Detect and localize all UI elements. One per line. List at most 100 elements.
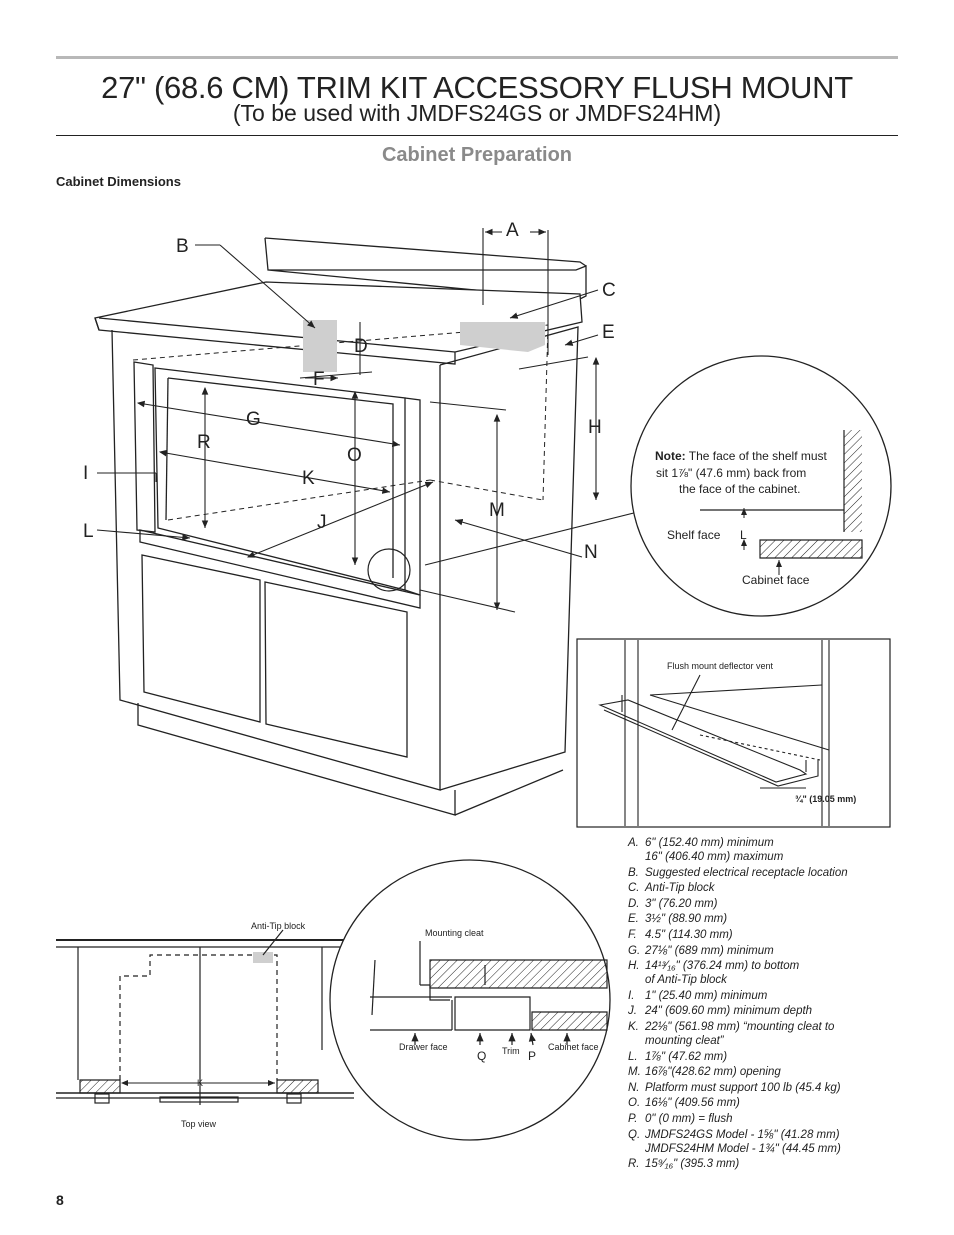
q-label: Q: [477, 1049, 486, 1063]
legend-text: 3" (76.20 mm): [645, 897, 718, 910]
legend-text: JMDFS24GS Model - 1⅝" (41.28 mm) JMDFS24…: [645, 1128, 841, 1155]
legend-item: O. 16⅛" (409.56 mm): [628, 1096, 928, 1110]
note-bold: Note:: [655, 449, 686, 463]
legend-item: I. 1" (25.40 mm) minimum: [628, 989, 928, 1003]
title-rule: [56, 135, 898, 136]
legend-text: 15⁹⁄₁₆" (395.3 mm): [645, 1158, 740, 1171]
legend-text: 16⅛" (409.56 mm): [645, 1097, 740, 1110]
label-i: I: [83, 463, 88, 484]
label-a: A: [506, 220, 519, 241]
vent-dimension: ¾" (19.05 mm): [795, 794, 856, 804]
anti-tip-label: Anti-Tip block: [251, 921, 306, 931]
page-number: 8: [56, 1192, 64, 1208]
legend-text: 4.5" (114.30 mm): [645, 928, 733, 941]
note-line-3: the face of the cabinet.: [679, 482, 800, 496]
legend-item: J. 24" (609.60 mm) minimum depth: [628, 1004, 928, 1018]
legend-text: 1" (25.40 mm) minimum: [645, 989, 768, 1002]
legend-key: E.: [628, 913, 639, 926]
label-n: N: [584, 542, 598, 563]
label-k: K: [302, 468, 315, 489]
dimension-legend: A. 6" (152.40 mm) minimum 16" (406.40 mm)…: [628, 836, 928, 1173]
top-view-caption: Top view: [181, 1119, 217, 1129]
legend-item: H. 14¹³⁄₁₆" (376.24 mm) to bottom of Anti…: [628, 959, 928, 987]
receptacle-location-block: [303, 320, 337, 372]
label-o: O: [347, 445, 362, 466]
legend-key: R.: [628, 1158, 640, 1171]
label-l: L: [83, 521, 94, 542]
note-detail-circle: Note: The face of the shelf must sit 1⅞"…: [630, 355, 892, 617]
legend-text: 1⅞" (47.62 mm): [645, 1050, 728, 1063]
cabinet-face-label: Cabinet face: [742, 573, 810, 587]
cabinet-face-cleat-label: Cabinet face: [548, 1042, 599, 1052]
top-view: [56, 929, 354, 1105]
legend-item: L. 1⅞" (47.62 mm): [628, 1050, 928, 1064]
p-label: P: [528, 1049, 536, 1063]
legend-item: B. Suggested electrical receptacle locati…: [628, 866, 928, 880]
legend-item: P. 0" (0 mm) = flush: [628, 1112, 928, 1126]
legend-key: M.: [628, 1066, 641, 1079]
legend-text: 0" (0 mm) = flush: [645, 1112, 733, 1125]
label-e: E: [602, 322, 615, 343]
top-rule: [56, 56, 898, 59]
legend-text: Platform must support 100 lb (45.4 kg): [645, 1081, 841, 1094]
anti-tip-block: [460, 322, 545, 352]
legend-key: G.: [628, 944, 641, 957]
legend-key: L.: [628, 1050, 638, 1063]
legend-item: K. 22⅛" (561.98 mm) “mounting cleat to mo…: [628, 1020, 928, 1048]
legend-text: Suggested electrical receptacle location: [645, 866, 848, 879]
drawer-face-label: Drawer face: [399, 1042, 448, 1052]
legend-item: G. 27⅛" (689 mm) minimum: [628, 944, 928, 958]
legend-key: D.: [628, 897, 640, 910]
legend-key: C.: [628, 882, 640, 895]
page-title: 27" (68.6 CM) TRIM KIT ACCESSORY FLUSH M…: [101, 70, 853, 105]
label-m: M: [489, 500, 505, 521]
legend-text: Anti-Tip block: [645, 882, 715, 895]
legend-key: H.: [628, 960, 640, 973]
legend-key: O.: [628, 1097, 641, 1110]
label-h: H: [588, 417, 602, 438]
label-g: G: [246, 409, 261, 430]
detail-callout-circle: [367, 548, 411, 592]
l-label: L: [740, 528, 747, 542]
legend-item: N. Platform must support 100 lb (45.4 kg): [628, 1081, 928, 1095]
legend-item: D. 3" (76.20 mm): [628, 897, 928, 911]
legend-key: N.: [628, 1081, 640, 1094]
shelf-face-label: Shelf face: [667, 528, 721, 542]
legend-item: E. 3½" (88.90 mm): [628, 912, 928, 926]
legend-text: 27⅛" (689 mm) minimum: [645, 944, 774, 957]
legend-key: F.: [628, 928, 637, 941]
legend-text: 6" (152.40 mm) minimum 16" (406.40 mm) m…: [645, 837, 784, 863]
trim-label: Trim: [502, 1046, 520, 1056]
legend-key: Q.: [628, 1128, 641, 1141]
legend-key: A.: [628, 837, 639, 849]
note-line-1: The face of the shelf must: [686, 449, 828, 463]
legend-text: 16⅞"(428.62 mm) opening: [645, 1066, 781, 1079]
svg-text:Note: The face of the shelf mu: Note: The face of the shelf must: [655, 449, 828, 463]
legend-key: I.: [628, 989, 635, 1002]
legend-item: R. 15⁹⁄₁₆" (395.3 mm): [628, 1157, 928, 1171]
label-b: B: [176, 236, 189, 257]
dimension-lines: [96, 228, 647, 613]
section-heading: Cabinet Preparation: [381, 144, 573, 166]
legend-item: A. 6" (152.40 mm) minimum 16" (406.40 mm)…: [628, 836, 928, 864]
legend-text: 3½" (88.90 mm): [645, 913, 728, 926]
legend-key: P.: [628, 1112, 638, 1125]
legend-item: M. 16⅞"(428.62 mm) opening: [628, 1065, 928, 1079]
legend-text: 22⅛" (561.98 mm) “mounting cleat to moun…: [645, 1020, 835, 1047]
k-label: K: [197, 1078, 203, 1088]
legend-key: K.: [628, 1020, 639, 1033]
legend-key: B.: [628, 866, 639, 879]
legend-item: C. Anti-Tip block: [628, 881, 928, 895]
subsection-heading: Cabinet Dimensions: [56, 174, 181, 189]
legend-text: 14¹³⁄₁₆" (376.24 mm) to bottom of Anti-T…: [645, 960, 800, 987]
vent-figure: Flush mount deflector vent ¾" (19.05 mm): [576, 638, 891, 828]
legend-item: F. 4.5" (114.30 mm): [628, 928, 928, 942]
label-j: J: [317, 512, 327, 533]
legend-text: 24" (609.60 mm) minimum depth: [645, 1005, 813, 1018]
mounting-cleat-label: Mounting cleat: [425, 928, 484, 938]
page-subtitle: (To be used with JMDFS24GS or JMDFS24HM): [232, 100, 722, 126]
note-line-2: sit 1⅞" (47.6 mm) back from: [656, 466, 806, 480]
cleat-detail: Mounting cleat Drawer face Q Trim P Cabi…: [329, 859, 611, 1141]
legend-key: J.: [628, 1005, 637, 1018]
label-c: C: [602, 280, 616, 301]
